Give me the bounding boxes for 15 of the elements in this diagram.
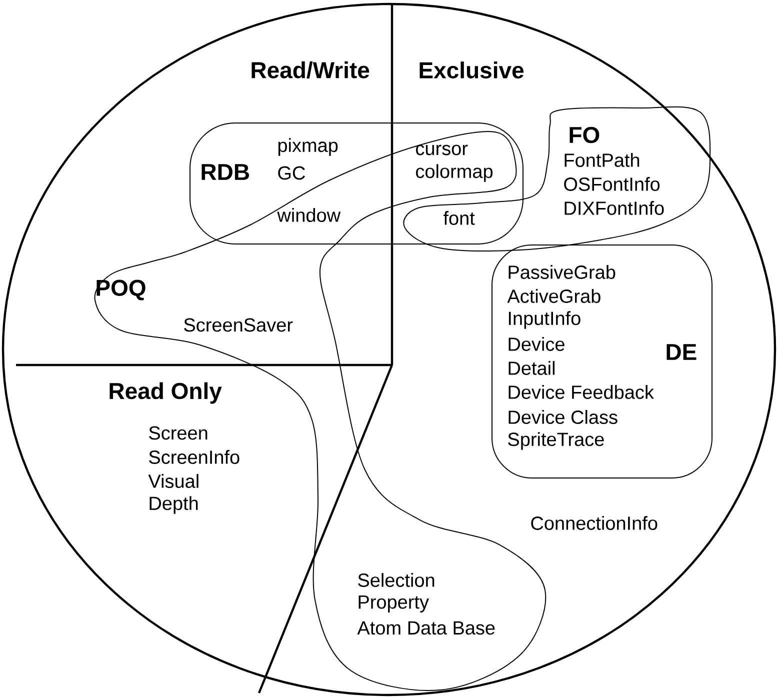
region-heading: Read/Write — [252, 61, 370, 79]
item-label: colormap — [416, 164, 493, 182]
region-heading: Exclusive — [420, 62, 524, 78]
item-label: Visual — [148, 474, 198, 488]
item-label: ConnectionInfo — [531, 516, 658, 530]
rounded-box: DE PassiveGrab ActiveGrab InputInfo Device Detail Device Feedback Device Class SpriteTrace — [492, 244, 712, 478]
item-label: Screen — [149, 426, 208, 440]
item-label: Depth — [150, 496, 198, 514]
region-heading: Read Only — [110, 382, 222, 404]
item-label: window — [277, 208, 341, 222]
item-label: font — [443, 211, 475, 225]
item-label: cursor — [416, 144, 468, 156]
item-label: pixmap — [278, 138, 338, 156]
item-label: ScreenInfo — [149, 450, 240, 464]
item-label: GC — [278, 166, 305, 180]
